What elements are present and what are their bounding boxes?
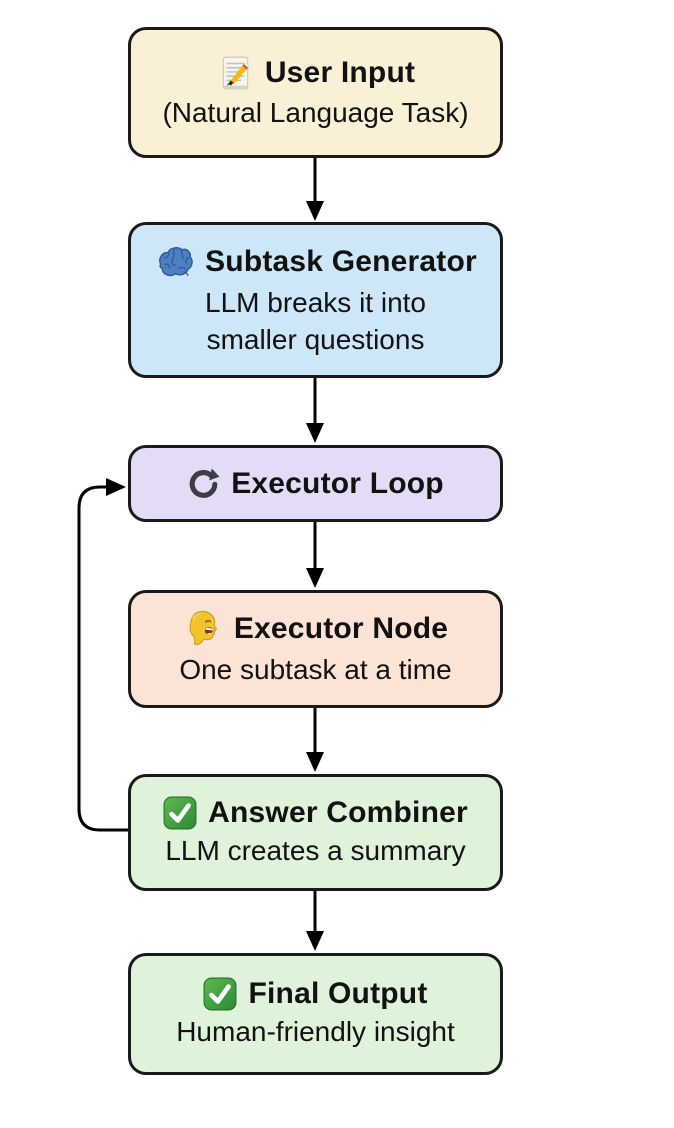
arrow-subtask-generator-to-executor-loop — [306, 378, 324, 443]
arrow-loop-back-answer-combiner-to-executor-loop — [77, 478, 130, 832]
node-subtask-generator: Subtask Generator LLM breaks it into sma… — [128, 222, 503, 378]
check-mark-icon — [163, 796, 197, 830]
node-executor-node: Executor Node One subtask at a time — [128, 590, 503, 708]
node-title: Answer Combiner — [208, 795, 468, 829]
node-title: Executor Node — [233, 612, 449, 646]
node-answer-combiner-title-row: Answer Combiner — [163, 796, 468, 830]
node-subtitle: LLM creates a summary — [165, 834, 466, 866]
arrow-user-input-to-subtask-generator — [306, 158, 324, 221]
node-executor-node-title-row: Executor Node — [183, 609, 448, 649]
brain-icon — [154, 242, 194, 282]
arrow-answer-combiner-to-final-output — [306, 891, 324, 951]
node-executor-loop: Executor Loop — [128, 445, 503, 522]
node-final-output: Final Output Human-friendly insight — [128, 953, 503, 1075]
node-subtask-generator-title-row: Subtask Generator — [154, 242, 477, 282]
node-answer-combiner: Answer Combiner LLM creates a summary — [128, 774, 503, 891]
node-executor-loop-title-row: Executor Loop — [187, 467, 444, 501]
node-title: Executor Loop — [231, 466, 444, 500]
node-subtitle: (Natural Language Task) — [162, 96, 469, 128]
node-title: User Input — [264, 55, 416, 89]
node-title: Final Output — [248, 977, 428, 1011]
node-subtitle: LLM breaks it into smaller questions — [205, 287, 426, 355]
refresh-loop-icon — [187, 467, 220, 500]
node-final-output-title-row: Final Output — [203, 977, 427, 1011]
check-mark-icon — [203, 977, 237, 1011]
node-user-input-title-row: User Input — [216, 54, 415, 92]
arrow-executor-loop-to-executor-node — [306, 522, 324, 588]
arrow-executor-node-to-answer-combiner — [306, 708, 324, 772]
node-subtitle: One subtask at a time — [179, 654, 452, 686]
node-subtitle: Human-friendly insight — [176, 1016, 455, 1048]
node-user-input: User Input (Natural Language Task) — [128, 27, 503, 158]
memo-icon — [216, 54, 254, 92]
node-title: Subtask Generator — [205, 245, 477, 279]
speaking-head-icon — [183, 609, 223, 649]
